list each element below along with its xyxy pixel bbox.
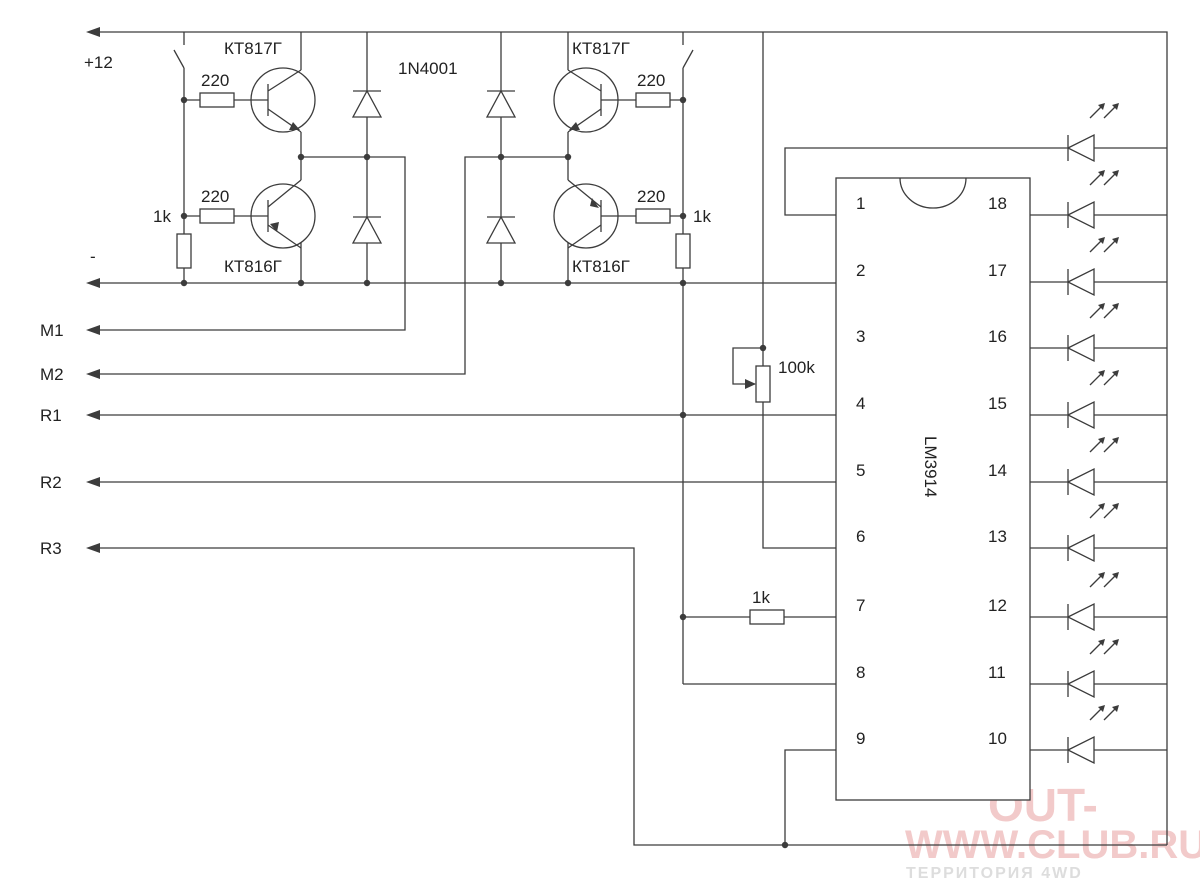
transistor-q3 — [250, 179, 316, 249]
resistors — [176, 92, 785, 625]
junction-dot — [180, 96, 188, 104]
junction-dot — [679, 279, 687, 287]
ic-pin-right: 12 — [988, 596, 1007, 615]
label-res1k-right: 1k — [693, 207, 711, 226]
junction-dot — [297, 153, 305, 161]
label-r1: R1 — [40, 406, 62, 425]
diode-d3 — [485, 89, 517, 118]
label-q4: КТ816Г — [572, 257, 630, 276]
transistor-q1 — [250, 67, 316, 133]
resistor-1k-right — [675, 233, 691, 269]
led — [1066, 103, 1119, 163]
led — [1066, 170, 1119, 230]
ic-pin-right: 16 — [988, 327, 1007, 346]
transistor-q2 — [553, 67, 619, 133]
led — [1066, 437, 1119, 497]
ic-label: LM3914 — [921, 436, 940, 497]
junction-dot — [363, 153, 371, 161]
label-r3: R3 — [40, 539, 62, 558]
junction-dot — [781, 841, 789, 849]
ic-pin-left: 8 — [856, 663, 865, 682]
led — [1066, 572, 1119, 632]
led-array — [1066, 103, 1119, 765]
led — [1066, 370, 1119, 430]
ic-pin-right: 17 — [988, 261, 1007, 280]
label-res220-3: 220 — [201, 187, 229, 206]
led — [1066, 639, 1119, 699]
ic-pin-right: 15 — [988, 394, 1007, 413]
potentiometer-100k — [755, 365, 771, 403]
junction-dot — [679, 212, 687, 220]
junction-dot — [497, 279, 505, 287]
resistor-220-4 — [635, 208, 671, 224]
junction-dot — [679, 96, 687, 104]
label-m1: M1 — [40, 321, 64, 340]
ic-pin-right: 18 — [988, 194, 1007, 213]
ic-pin-left: 5 — [856, 461, 865, 480]
junction-dot — [679, 613, 687, 621]
led — [1066, 237, 1119, 297]
label-plus12: +12 — [84, 53, 113, 72]
ic-pin-left: 3 — [856, 327, 865, 346]
watermark-line3: ТЕРРИТОРИЯ 4WD — [906, 865, 1083, 882]
ic-pin-right: 10 — [988, 729, 1007, 748]
label-res220-2: 220 — [637, 71, 665, 90]
ic-lm3914: LM3914 — [835, 177, 1031, 801]
label-res1k-pin7: 1k — [752, 588, 770, 607]
resistor-1k-pin7 — [749, 609, 785, 625]
ic-pin-left: 9 — [856, 729, 865, 748]
resistor-1k-left — [176, 233, 192, 269]
junction-dot — [180, 279, 188, 287]
led — [1066, 303, 1119, 363]
junction-dot — [679, 411, 687, 419]
label-q3: КТ816Г — [224, 257, 282, 276]
label-res220-4: 220 — [637, 187, 665, 206]
label-m2: M2 — [40, 365, 64, 384]
junction-dot — [564, 279, 572, 287]
label-res220-1: 220 — [201, 71, 229, 90]
resistor-220-1 — [199, 92, 235, 108]
junction-dot — [363, 279, 371, 287]
junction-dot — [180, 212, 188, 220]
ic-pin-left: 4 — [856, 394, 865, 413]
label-q1: КТ817Г — [224, 39, 282, 58]
diode-d2 — [351, 215, 383, 244]
transistor-q4 — [553, 179, 619, 249]
junction-dots — [180, 96, 789, 849]
label-pot: 100k — [778, 358, 815, 377]
ic-pin-left: 7 — [856, 596, 865, 615]
label-res1k-left: 1k — [153, 207, 171, 226]
led — [1066, 705, 1119, 765]
label-q2: КТ817Г — [572, 39, 630, 58]
ic-pin-right: 11 — [988, 663, 1006, 682]
label-diode: 1N4001 — [398, 59, 458, 78]
label-minus: - — [90, 247, 96, 266]
terminal-arrows — [86, 27, 100, 553]
labels: +12 - M1 M2 R1 R2 R3 КТ817Г КТ817Г КТ816… — [40, 39, 815, 607]
ic-pin-left: 6 — [856, 527, 865, 546]
ic-pin-right: 14 — [988, 461, 1007, 480]
ic-pin-left: 1 — [856, 194, 865, 213]
led — [1066, 503, 1119, 563]
diode-d1 — [351, 89, 383, 118]
junction-dot — [297, 279, 305, 287]
resistor-220-3 — [199, 208, 235, 224]
diode-d4 — [485, 215, 517, 244]
junction-dot — [497, 153, 505, 161]
ic-pin-left: 2 — [856, 261, 865, 280]
junction-dot — [564, 153, 572, 161]
resistor-220-2 — [635, 92, 671, 108]
junction-dot — [759, 344, 767, 352]
ic-pin-right: 13 — [988, 527, 1007, 546]
label-r2: R2 — [40, 473, 62, 492]
